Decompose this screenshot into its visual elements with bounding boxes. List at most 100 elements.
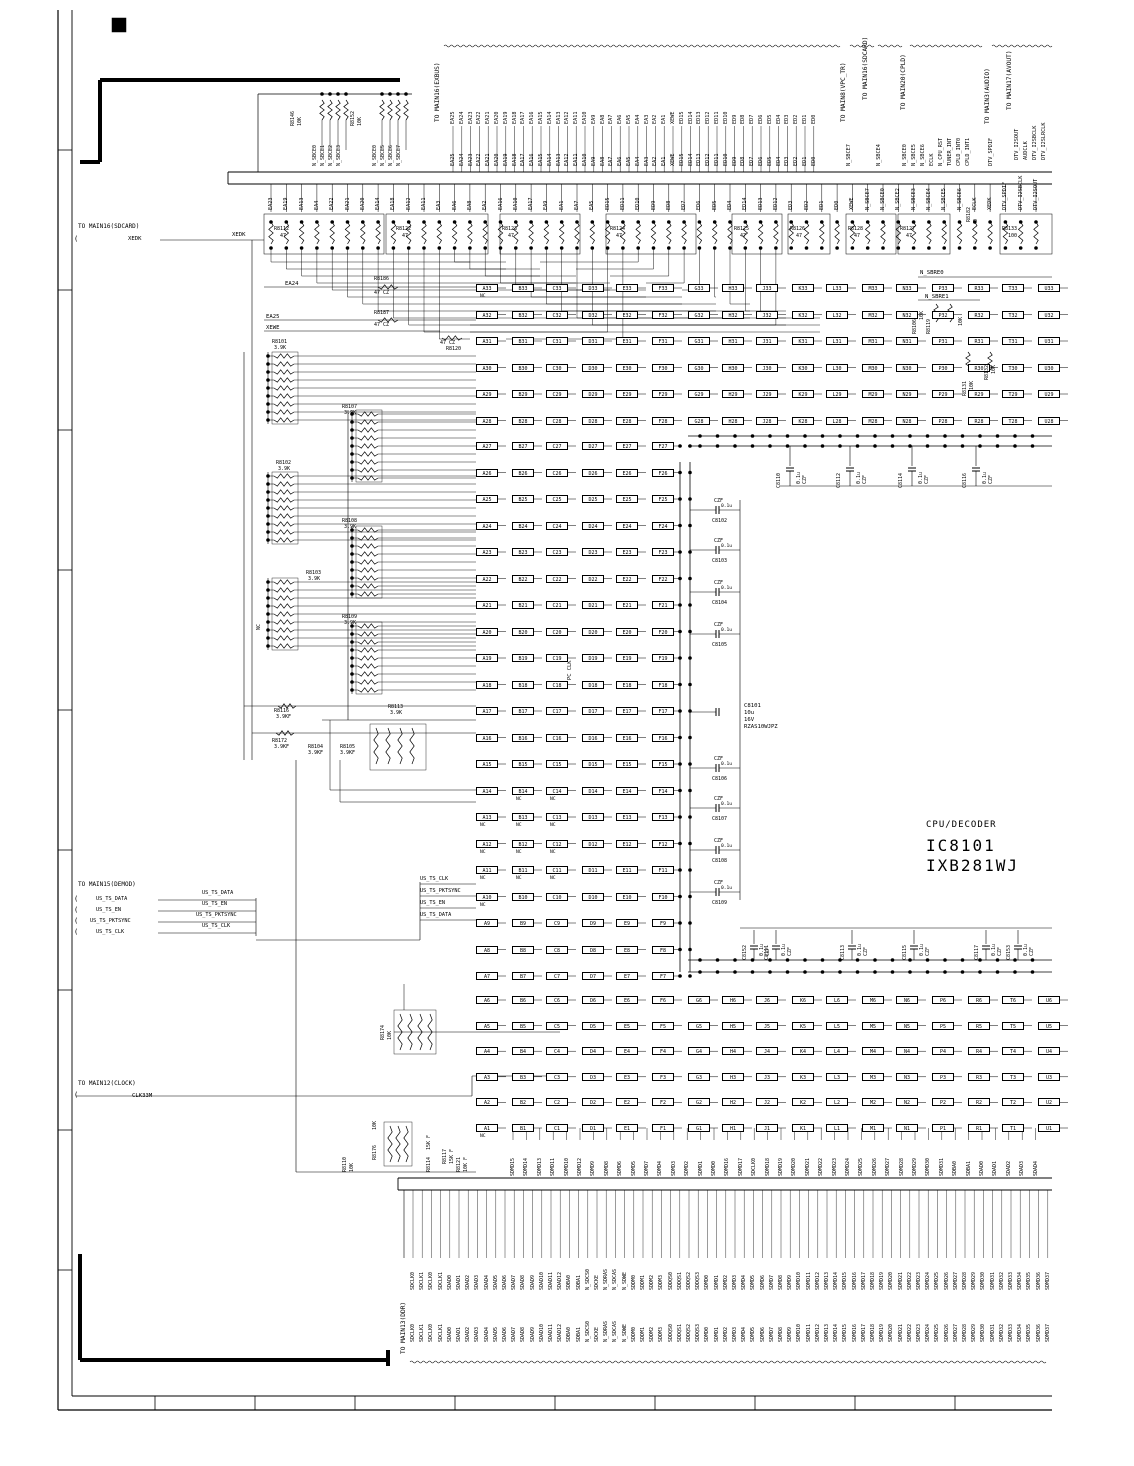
bottom-rail-junction — [838, 970, 842, 974]
bottom-pin-net-label: SDMD9 — [590, 1160, 597, 1176]
pullup-junction-dot — [328, 92, 332, 96]
top-pin-net-label: DTV_I2SBCLK — [1017, 175, 1024, 210]
cap-c8101-ref: C8101 — [744, 703, 761, 709]
ddr-bus-label-lower: SDMD20 — [888, 1323, 895, 1342]
top-rail-junction — [1013, 444, 1017, 448]
bottom-rail-junction — [908, 970, 912, 974]
rnet-r8105-resistor — [409, 727, 415, 765]
bottom-pin-net-label: SDMD11 — [550, 1157, 557, 1176]
bottom-pin-net-label: SDMD19 — [778, 1157, 784, 1176]
bottom-rail-junction — [978, 958, 982, 962]
bga-pin-N32: N32 — [896, 310, 918, 319]
top-pin-net-label: N_SBCE0 — [880, 188, 886, 210]
resistor-r8186 — [377, 284, 399, 290]
top-bus-exbus-label: EA13 — [555, 111, 562, 125]
bga-pin-E5: E5 — [616, 1021, 638, 1030]
top-bus-exbus-label: EA14 — [546, 111, 553, 125]
bga-pin-B1: B1 — [512, 1124, 534, 1132]
bga-pin-D5: D5 — [582, 1021, 604, 1030]
ddr-bus-label-upper: N_SDRAS — [603, 1268, 610, 1290]
bga-pin-P33: P33 — [932, 284, 954, 292]
top-bus-exbus-label: ED1 — [802, 114, 808, 124]
ddr-bus-label-lower: SDMD9 — [787, 1326, 794, 1342]
top-bus-exbus-label: ED9 — [731, 114, 738, 124]
bga-pin-B25: B25 — [512, 495, 534, 503]
bga-pin-L5: L5 — [826, 1021, 848, 1030]
rnet-r8109-resistor — [357, 623, 379, 629]
resistor-r8102-ref: R8102 — [276, 460, 292, 466]
resistor-r8109-ref: R8109 — [342, 614, 358, 620]
bga-pin-D4: D4 — [582, 1047, 604, 1056]
decap-value: 0.1u — [721, 586, 733, 591]
series-resistor-node — [789, 220, 793, 224]
ddr-bus-label-lower: SDCLK0 — [428, 1323, 435, 1342]
bga-pin-K28: K28 — [792, 416, 814, 425]
series-resistor-node — [957, 220, 962, 224]
bga-pin-F4: F4 — [652, 1047, 674, 1056]
resistor-r8107-value: 3.9K — [344, 410, 357, 416]
bga-pin-P28: P28 — [932, 416, 954, 425]
ddr-bus-label-lower: SDDM2 — [649, 1326, 656, 1342]
bga-pin-F13: F13 — [652, 813, 674, 821]
series-resistor — [666, 221, 672, 245]
decap-value: 0.1u — [721, 762, 733, 767]
bga-pin-G31: G31 — [688, 337, 710, 345]
ddr-bus-label-upper: SDMD0 — [704, 1274, 711, 1290]
bga-pin-H33: H33 — [722, 284, 744, 292]
top-cap-ref: C8116 — [962, 472, 968, 488]
series-resistor-node — [1018, 246, 1023, 250]
bottom-rail-junction — [785, 958, 790, 962]
pullup-resistor — [327, 99, 333, 121]
ddr-bus-label-upper: SDMD20 — [888, 1271, 895, 1290]
top-pin-net-label: XEWE — [849, 197, 856, 211]
nc-marker: NC — [480, 1134, 486, 1139]
bottom-cap-type: CZF — [997, 946, 1003, 956]
resistor-r8132 — [987, 351, 993, 371]
cap-c8101-value: 10u — [744, 710, 755, 716]
bga-pin-C3: C3 — [546, 1072, 568, 1081]
bottom-pin-net-label: SDAD0 — [979, 1160, 985, 1176]
bottom-rail-junction — [838, 958, 842, 962]
top-bus-exbus-label: ED6 — [758, 114, 764, 124]
bga-pin-D11: D11 — [582, 866, 604, 874]
bga-pin-A20: A20 — [476, 627, 498, 636]
series-resistor — [421, 221, 427, 245]
power-rail-junction — [678, 735, 682, 740]
rnet-r8176-outline — [383, 1121, 413, 1167]
series-resistor — [635, 221, 641, 245]
bottom-pin-net-label: SDMD25 — [858, 1157, 865, 1176]
bga-pin-E19: E19 — [616, 654, 638, 662]
bottom-cap-type: CZF — [925, 946, 931, 956]
resistor-r8105-value: 3.9KF — [340, 750, 356, 756]
bga-pin-R33: R33 — [968, 284, 990, 292]
top-bus-exbus-label-lower: ED6 — [758, 156, 764, 166]
top-bus-exbus-label-lower: EA7 — [608, 156, 615, 166]
bottom-rail-junction — [803, 970, 807, 974]
ddr-bus-label-lower: SDDM0 — [630, 1326, 637, 1342]
top-pin-net-label: ED7 — [681, 200, 688, 210]
bga-pin-L2: L2 — [826, 1098, 848, 1107]
bga-pin-A3: A3 — [476, 1072, 498, 1081]
top-pin-net-label: DTV_SPDIF — [1002, 181, 1009, 210]
bga-pin-B18: B18 — [512, 680, 534, 689]
bga-pin-J5: J5 — [756, 1021, 778, 1030]
top-bus-exbus-label: ED5 — [766, 114, 773, 124]
bga-pin-B11: B11 — [512, 866, 534, 874]
bga-pin-T4: T4 — [1002, 1047, 1024, 1056]
connector-sdcard-top: TO MAIN16(SDCARD) — [862, 36, 869, 100]
series-resistor-node — [559, 220, 564, 224]
bga-pin-A16: A16 — [476, 733, 498, 742]
ddr-bus-label-upper: SDAD0 — [446, 1274, 453, 1290]
bga-pin-B26: B26 — [512, 468, 534, 477]
bottom-rail-junction — [733, 970, 737, 974]
ddr-bracket — [409, 1360, 1047, 1364]
decap-value: 0.1u — [721, 544, 733, 549]
bga-pin-C12: C12 — [546, 839, 568, 848]
bga-pin-C16: C16 — [546, 733, 568, 742]
series-resistor — [849, 221, 856, 245]
bga-pin-H6: H6 — [722, 996, 744, 1004]
net-sbre1: N_SBRE1 — [925, 294, 949, 300]
top-pin-net-label: EA21 — [344, 197, 351, 211]
bottom-pin-net-label: SDMD21 — [804, 1157, 811, 1176]
decap-value: 0.1u — [721, 886, 733, 891]
